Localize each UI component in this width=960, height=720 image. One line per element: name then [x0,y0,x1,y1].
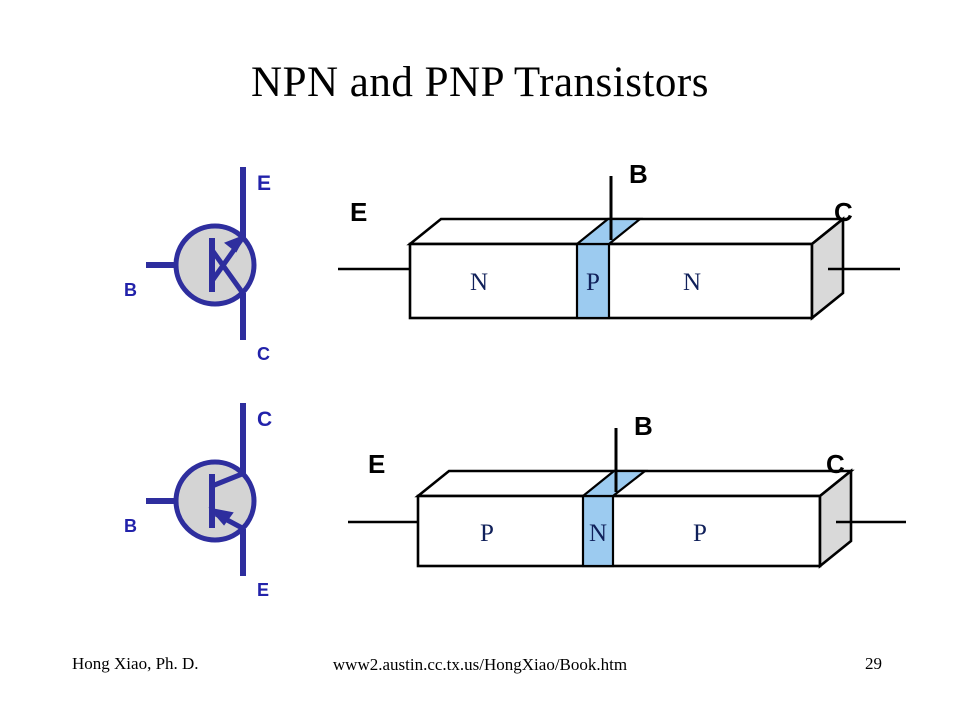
pnp-symbol-label-emitter: E [257,580,269,600]
npn-block-label-base: B [629,159,648,189]
pnp-block-region-label-2: N [589,520,607,547]
npn-block-region-label-2: P [586,269,600,296]
pnp-block-label-emitter: E [368,449,385,479]
npn-block-region-label-1: N [470,269,488,296]
npn-block-label-collector: C [834,197,853,227]
npn-block-region-label-3: N [683,269,701,296]
npn-symbol-label-collector: C [257,344,270,364]
pnp-block-label-collector: C [826,449,845,479]
footer-url: www2.austin.cc.tx.us/HongXiao/Book.htm [332,655,628,674]
npn-block-region-base-front [575,242,611,320]
pnp-block-right-face [818,468,853,569]
npn-block-group: N P N E B C [338,159,900,321]
npn-symbol-collector-branch [209,248,245,294]
footer-author: Hong Xiao, Ph. D. [72,654,199,673]
pnp-block-region-label-1: P [480,520,494,547]
npn-symbol-group: E B C [124,167,271,364]
pnp-block-region-base-front [581,494,615,568]
footer-page-number: 29 [865,654,882,673]
npn-block-label-emitter: E [350,197,367,227]
npn-block-front-face [408,242,814,320]
npn-symbol-label-base: B [124,280,137,300]
pnp-symbol-collector-branch [211,471,243,489]
pnp-block-label-base: B [634,411,653,441]
slide-footer: Hong Xiao, Ph. D. www2.austin.cc.tx.us/H… [0,648,960,720]
pnp-symbol-group: C B E [124,403,272,600]
pnp-symbol-arrowhead-icon [208,507,234,526]
page-title: NPN and PNP Transistors [251,59,709,106]
npn-symbol-label-emitter: E [257,172,271,195]
pnp-block-group: P N P E B C [348,411,906,569]
pnp-symbol-label-base: B [124,516,137,536]
npn-symbol-arrowhead-icon [224,234,247,253]
pnp-block-front-face [416,494,822,568]
npn-block-right-face [810,216,845,321]
pnp-block-region-base-top [579,469,649,498]
pnp-block-region-label-3: P [693,520,707,547]
pnp-symbol-label-collector: C [257,408,272,431]
npn-block-region-base-top [573,217,644,246]
